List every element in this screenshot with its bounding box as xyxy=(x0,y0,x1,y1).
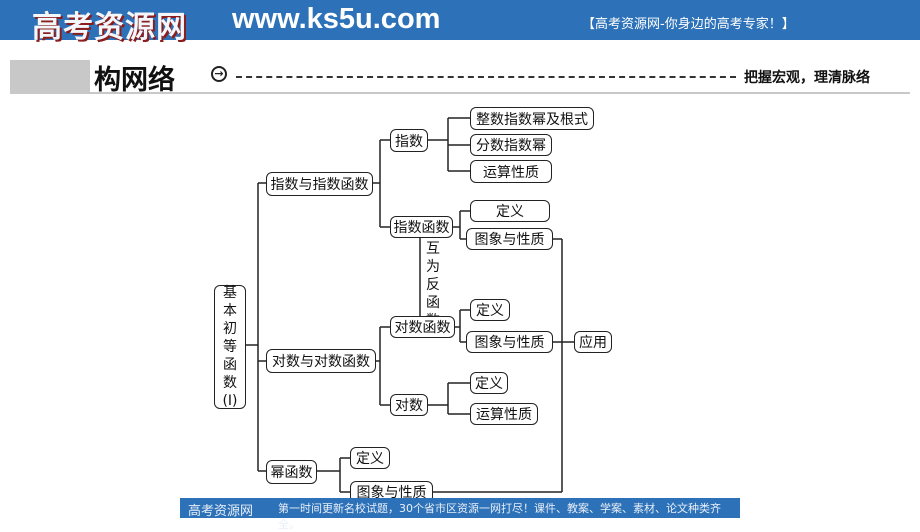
node-exp-function-topic: 指数与指数函数 xyxy=(266,172,373,196)
node-logarithm: 对数 xyxy=(390,394,428,416)
node-exp-function: 指数函数 xyxy=(390,216,453,238)
top-banner: 高考资源网 www.ks5u.com 【高考资源网-你身边的高考专家！】 xyxy=(0,0,920,45)
footer-text: 第一时间更新名校试题，30个省市区资源一网打尽！课件、教案、学案、素材、论文种类… xyxy=(278,502,721,531)
node-integer-exponent: 整数指数幂及根式 xyxy=(470,107,594,130)
node-log-graph-properties: 图象与性质 xyxy=(466,331,553,353)
circled-arrow-icon: → xyxy=(211,66,227,82)
node-log-operation-properties: 运算性质 xyxy=(470,403,538,425)
section-tagline: 把握宏观，理清脉络 xyxy=(744,70,870,86)
node-power-definition: 定义 xyxy=(350,447,390,469)
node-fraction-exponent: 分数指数幂 xyxy=(470,134,552,156)
site-logo[interactable]: 高考资源网 xyxy=(32,10,187,45)
node-power-graph-properties: 图象与性质 xyxy=(350,481,433,503)
section-title: 构网络 xyxy=(94,65,175,96)
node-power-function: 幂函数 xyxy=(266,460,317,484)
node-exp-definition: 定义 xyxy=(470,200,550,222)
site-slogan: 【高考资源网-你身边的高考专家！】 xyxy=(582,17,795,32)
section-band xyxy=(10,60,90,92)
inverse-function-label: 互为反函数 xyxy=(426,241,440,329)
node-logarithm-definition: 定义 xyxy=(470,372,508,394)
site-url[interactable]: www.ks5u.com xyxy=(232,3,441,35)
node-log-function-topic: 对数与对数函数 xyxy=(266,349,376,373)
node-log-function: 对数函数 xyxy=(390,316,455,338)
node-exp-operation-properties: 运算性质 xyxy=(470,160,552,183)
node-log-definition: 定义 xyxy=(470,299,510,321)
footer-brand[interactable]: 高考资源网 xyxy=(188,504,254,519)
node-exp-graph-properties: 图象与性质 xyxy=(466,228,553,250)
concept-map-connectors xyxy=(246,117,574,493)
node-exponent: 指数 xyxy=(390,129,428,152)
root-node: 基本初等函数(Ⅰ) xyxy=(214,285,246,409)
section-underline xyxy=(10,92,910,94)
node-application: 应用 xyxy=(574,331,612,353)
footer-banner: 高考资源网 第一时间更新名校试题，30个省市区资源一网打尽！课件、教案、学案、素… xyxy=(180,498,740,531)
dashed-divider xyxy=(236,76,736,78)
